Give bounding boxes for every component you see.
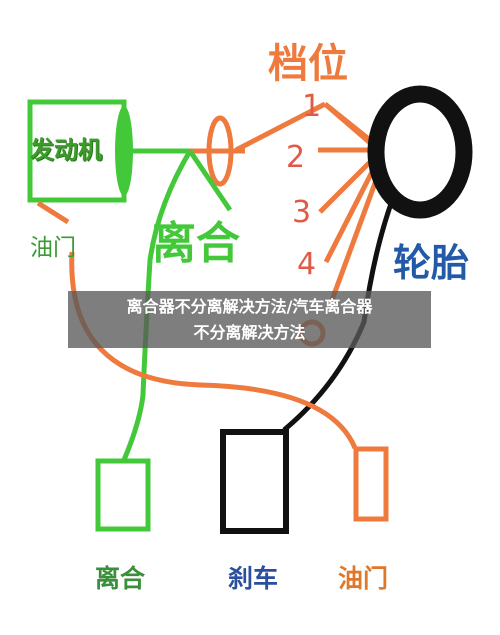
banner-line-2: 不分离解决方法	[193, 323, 306, 342]
gear-line-upper	[323, 102, 378, 150]
engine-label: 发动机	[30, 136, 102, 164]
gear-line-3	[318, 158, 374, 214]
throttle-pedal-label: 油门	[338, 564, 389, 593]
gear-number-2: 2	[286, 140, 306, 175]
engine-flywheel	[115, 106, 133, 196]
gear-number-4: 4	[297, 247, 317, 282]
gear-title: 档位	[268, 41, 348, 87]
throttle-pedal	[353, 446, 389, 522]
clutch-pedal-label: 离合	[95, 564, 146, 593]
title-banner: 离合器不分离解决方法/汽车离合器 不分离解决方法	[68, 291, 431, 348]
throttle-label-top: 油门	[30, 235, 76, 261]
brake-pedal	[220, 429, 289, 534]
banner-line-1: 离合器不分离解决方法/汽车离合器	[126, 297, 373, 316]
gear-number-1: 1	[302, 89, 322, 124]
tire	[367, 85, 473, 219]
tire-label: 轮胎	[393, 241, 470, 285]
brake-pedal-label: 刹车	[228, 564, 279, 593]
clutch-plate	[206, 115, 234, 187]
gear-line-4	[323, 166, 377, 264]
clutch-pedal	[95, 458, 151, 532]
gear-number-3: 3	[292, 195, 312, 230]
gear-line-1	[234, 101, 327, 153]
gear-line-5	[329, 174, 381, 301]
clutch-label: 离合	[152, 218, 240, 269]
